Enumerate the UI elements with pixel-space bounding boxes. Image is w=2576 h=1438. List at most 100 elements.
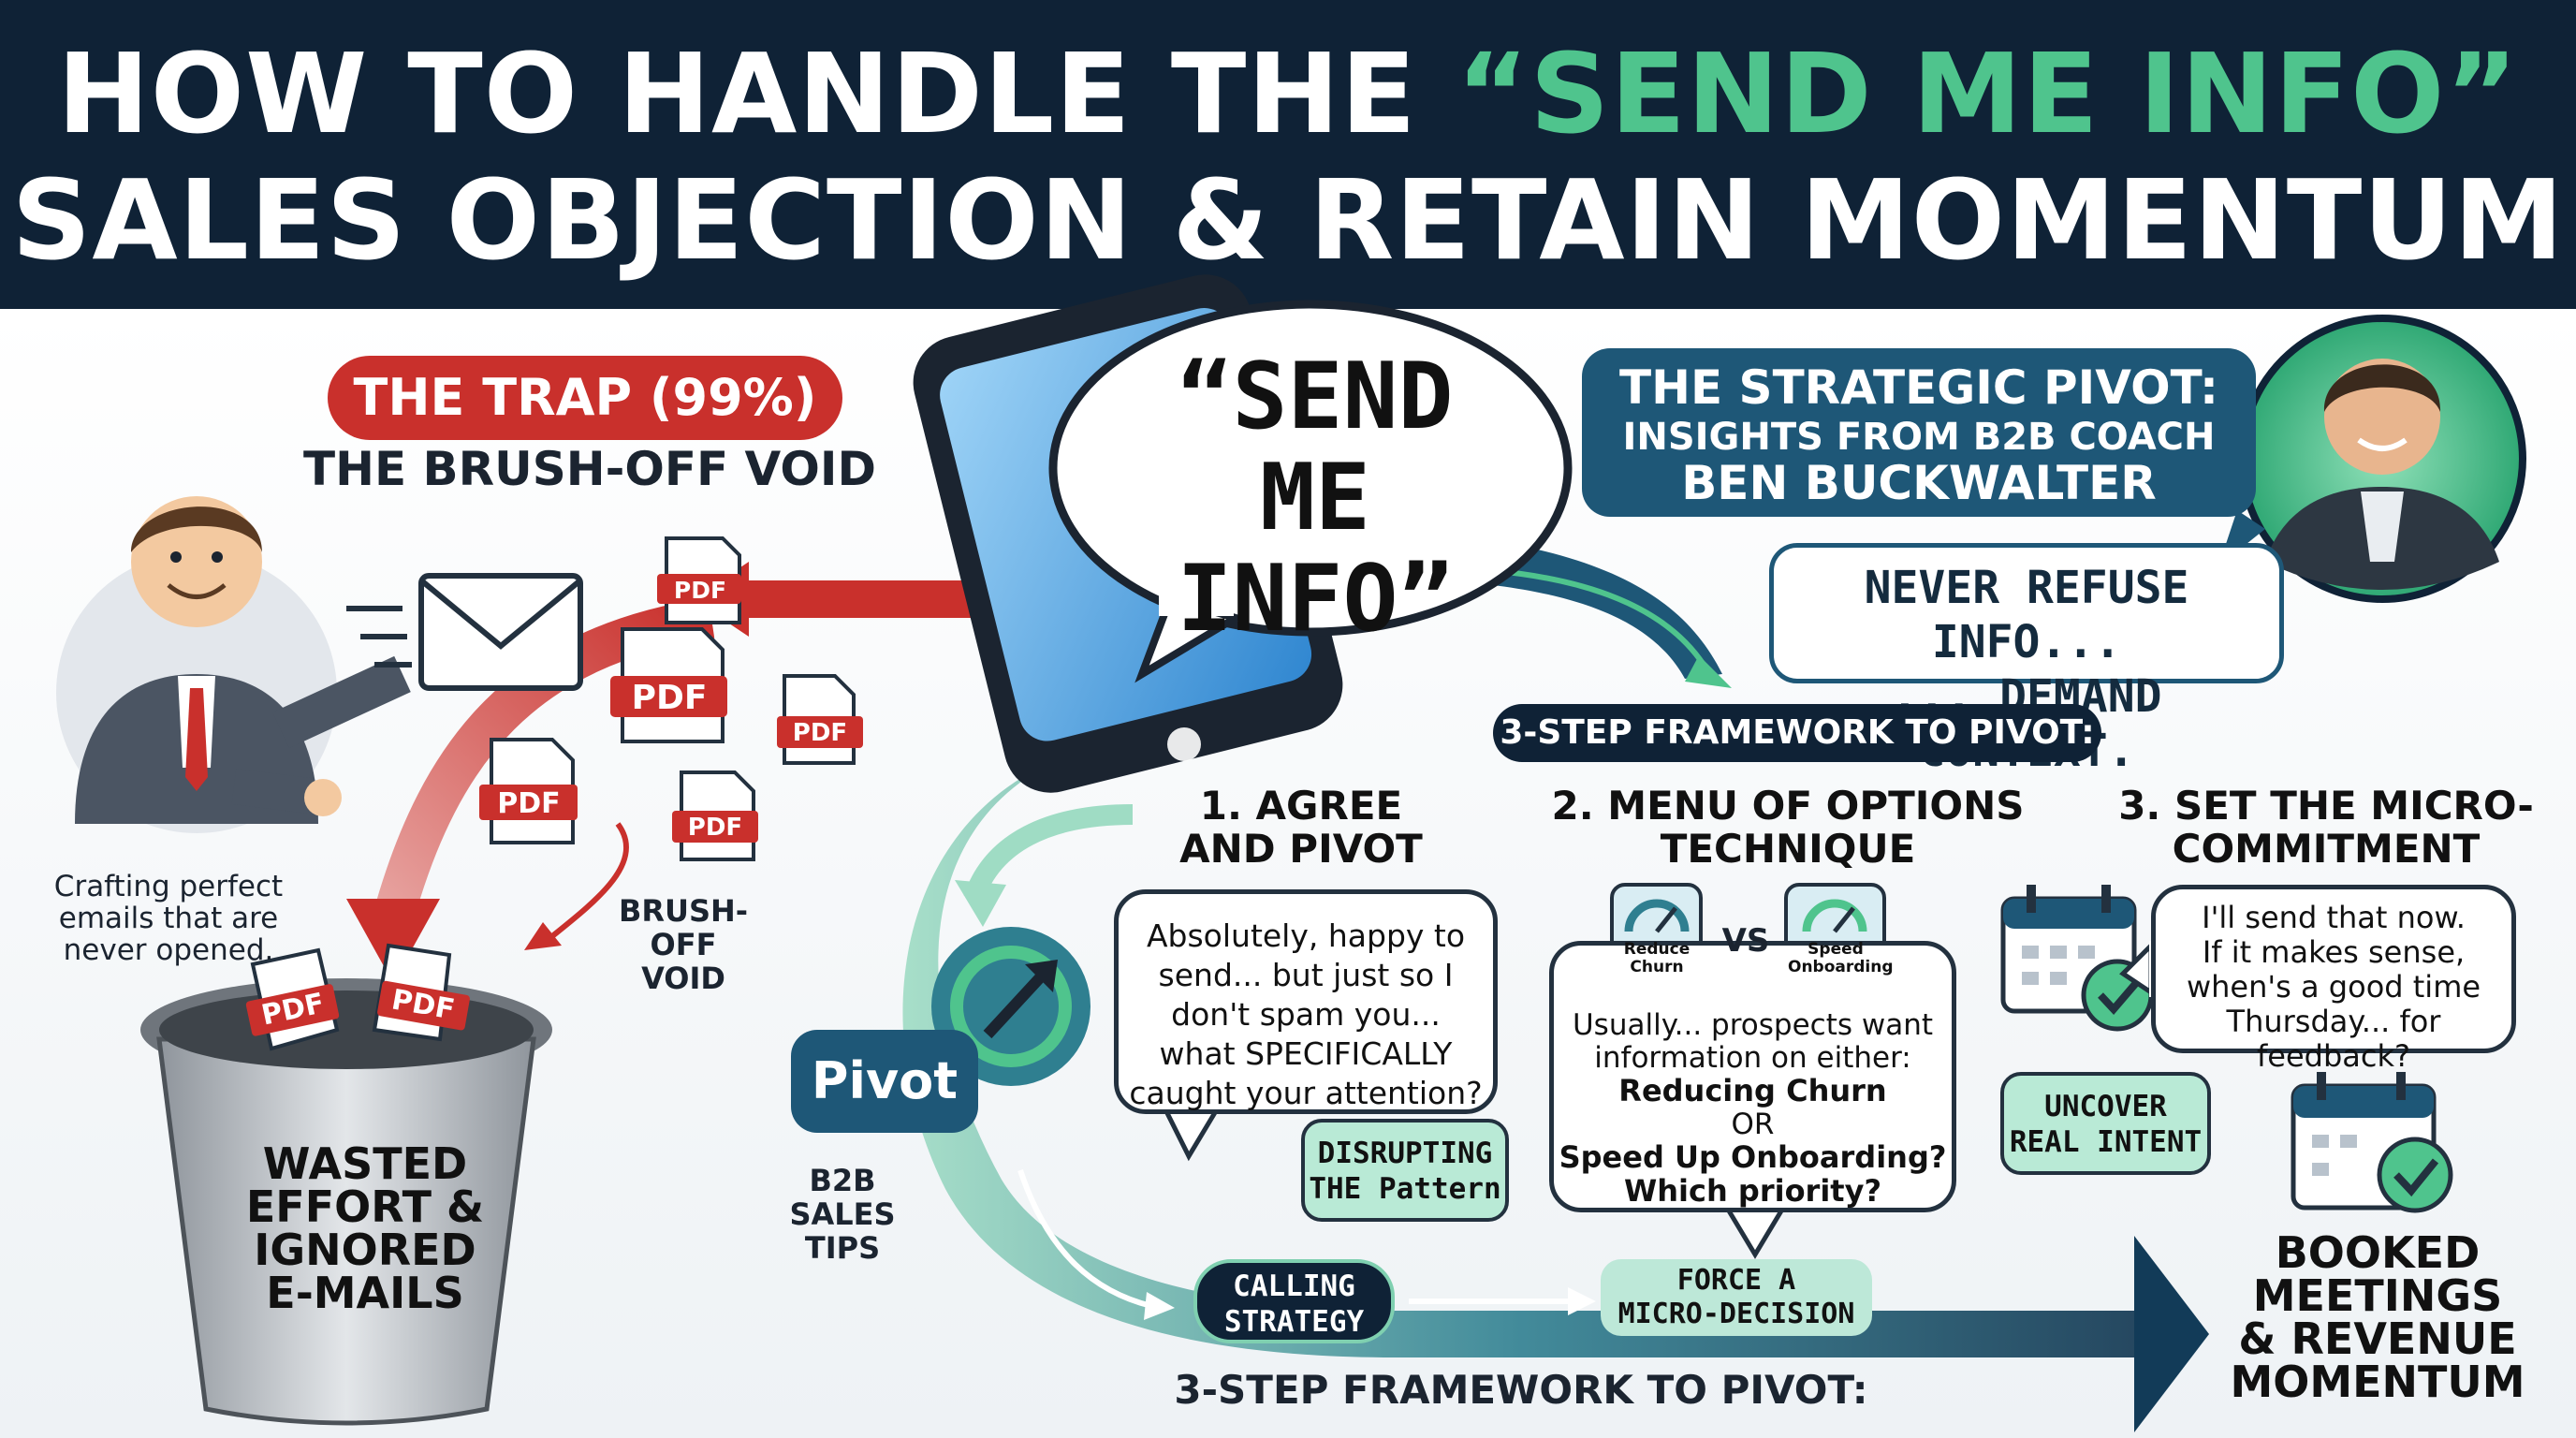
force-micro-decision-pill: FORCE A MICRO-DECISION <box>1601 1259 1872 1336</box>
pdf-label: PDF <box>687 814 743 842</box>
option-line: Speed <box>1808 940 1864 959</box>
pdf-icon <box>479 738 578 844</box>
coach-quote: NEVER REFUSE INFO... ... DEMAND CONTEXT. <box>1769 543 2284 777</box>
bubble-line: information on either: <box>1594 1041 1911 1075</box>
brush-off-line: VOID <box>641 961 725 996</box>
framework-bottom-label: 3-STEP FRAMEWORK TO PIVOT: <box>1174 1367 1868 1413</box>
result-line: & REVENUE <box>2238 1313 2517 1364</box>
calling-strategy-pill: CALLING STRATEGY <box>1193 1259 1395 1343</box>
pdf-label: PDF <box>631 679 708 717</box>
coach-name: BEN BUCKWALTER <box>1681 456 2157 510</box>
tips-line: B2B <box>809 1163 876 1198</box>
step-title-line: AND PIVOT <box>1179 826 1423 872</box>
result-line: BOOKED <box>2275 1227 2481 1278</box>
tag-line: REAL INTENT <box>2009 1125 2203 1159</box>
tips-line: SALES <box>789 1196 896 1232</box>
title-line-1-text: HOW TO HANDLE THE <box>57 29 1456 158</box>
trash-line: EFFORT & <box>245 1181 485 1232</box>
framework-label: 3-STEP FRAMEWORK TO PIVOT: <box>1493 704 2101 762</box>
header-banner: HOW TO HANDLE THE “SEND ME INFO” SALES O… <box>0 0 2576 309</box>
brush-off-line: OFF <box>650 927 717 962</box>
pivot-title: THE STRATEGIC PIVOT: <box>1619 360 2218 415</box>
force-line: FORCE A <box>1676 1264 1796 1297</box>
step-2-title: 2. MENU OF OPTIONS TECHNIQUE <box>1535 785 2041 871</box>
bubble-line: don't spam you... <box>1171 996 1441 1033</box>
trash-line: E-MAILS <box>266 1268 464 1318</box>
b2b-sales-tips: B2B SALES TIPS <box>777 1164 908 1265</box>
title-line-2: SALES OBJECTION & RETAIN MOMENTUM <box>11 155 2565 285</box>
bubble-line: send... but just so I <box>1158 957 1454 993</box>
calling-line: CALLING <box>1233 1269 1355 1303</box>
trash-line: IGNORED <box>254 1225 476 1275</box>
pdf-icon <box>777 674 863 765</box>
crafting-line: emails that are <box>58 902 279 935</box>
pdf-icon <box>610 627 727 743</box>
step-1-bubble: Absolutely, happy to send... but just so… <box>1114 889 1498 1114</box>
step-2-bubble: Usually... prospects want information on… <box>1549 941 1956 1212</box>
uncover-intent-tag: UNCOVER REAL INTENT <box>2000 1072 2211 1175</box>
option-line: Onboarding <box>1788 958 1894 976</box>
option-line: Churn <box>1630 958 1684 976</box>
title-highlight: “SEND ME INFO” <box>1456 29 2519 158</box>
step-title-line: COMMITMENT <box>2172 826 2481 872</box>
quote-line: NEVER REFUSE INFO... <box>1864 562 2189 668</box>
step-title-line: TECHNIQUE <box>1660 826 1916 872</box>
option-speed-onboarding: Speed Onboarding <box>1788 940 1894 976</box>
bubble-line: If it makes sense, <box>2202 934 2466 970</box>
disrupting-tag: DISRUPTING THE Pattern <box>1301 1119 1509 1222</box>
title-line-1: HOW TO HANDLE THE “SEND ME INFO” <box>0 28 2576 159</box>
trash-can-icon <box>140 943 552 1426</box>
pdf-icon <box>657 536 741 624</box>
check-icon <box>2377 1137 2453 1213</box>
pivot-arrow-icon <box>963 804 1134 902</box>
coach-avatar <box>2238 315 2526 603</box>
bubble-line: caught your attention? <box>1129 1075 1483 1111</box>
bubble-line: Usually... prospects want <box>1572 1008 1934 1042</box>
force-line: MICRO-DECISION <box>1617 1298 1855 1330</box>
trap-pill: THE TRAP (99%) <box>328 356 842 440</box>
step-1-title: 1. AGREE AND PIVOT <box>1137 785 1465 871</box>
pdf-label: PDF <box>497 787 561 820</box>
crafting-line: Crafting perfect <box>53 870 284 903</box>
trash-line: WASTED <box>262 1138 468 1189</box>
bubble-line: Speed Up Onboarding? <box>1559 1139 1947 1175</box>
step-title-line: 1. AGREE <box>1199 783 1403 829</box>
pdf-icon <box>672 770 758 861</box>
calling-line: STRATEGY <box>1223 1305 1365 1339</box>
tag-line: THE Pattern <box>1309 1172 1501 1206</box>
speech-line: “SEND <box>1177 344 1454 450</box>
send-me-info-speech: “SEND ME INFO” <box>1095 344 1535 650</box>
flow-arrow-head <box>2134 1236 2209 1432</box>
speech-bubble-icon <box>1048 300 1573 683</box>
pdf-label: PDF <box>792 719 848 747</box>
result-label: BOOKED MEETINGS & REVENUE MOMENTUM <box>2218 1231 2537 1403</box>
tag-line: DISRUPTING <box>1317 1137 1493 1170</box>
bubble-line: I'll send that now. <box>2202 900 2466 935</box>
brush-off-label: BRUSH- OFF VOID <box>580 894 786 995</box>
tips-line: TIPS <box>804 1230 881 1266</box>
pivot-subtitle: INSIGHTS FROM B2B COACH <box>1622 416 2216 459</box>
vs-label: VS <box>1721 922 1770 960</box>
option-line: Reduce <box>1623 940 1690 959</box>
step-3-title: 3. SET THE MICRO- COMMITMENT <box>2106 785 2546 871</box>
step-title-line: 3. SET THE MICRO- <box>2118 783 2534 829</box>
bubble-line: what SPECIFICALLY <box>1159 1035 1453 1072</box>
pdf-label: PDF <box>673 577 727 604</box>
trash-label: WASTED EFFORT & IGNORED E-MAILS <box>206 1142 524 1314</box>
pivot-pill: Pivot <box>791 1030 978 1133</box>
result-line: MEETINGS <box>2252 1270 2503 1321</box>
strategic-pivot-box: THE STRATEGIC PIVOT: INSIGHTS FROM B2B C… <box>1582 348 2256 517</box>
option-reduce-churn: Reduce Churn <box>1615 941 1699 976</box>
bubble-line: OR <box>1731 1108 1775 1141</box>
bubble-line: when's a good time <box>2186 969 2481 1005</box>
bubble-line: Absolutely, happy to <box>1146 917 1466 954</box>
bubble-line: Which priority? <box>1623 1173 1882 1209</box>
speech-line: ME INFO” <box>1177 445 1454 653</box>
step-title-line: 2. MENU OF OPTIONS <box>1551 783 2025 829</box>
envelope-icon <box>346 573 583 691</box>
crafting-note: Crafting perfect emails that are never o… <box>28 871 309 966</box>
crafting-line: never opened. <box>63 933 274 967</box>
tag-line: UNCOVER <box>2044 1090 2167 1123</box>
bubble-line: Thursday... for feedback? <box>2226 1004 2441 1074</box>
result-line: MOMENTUM <box>2230 1357 2525 1407</box>
